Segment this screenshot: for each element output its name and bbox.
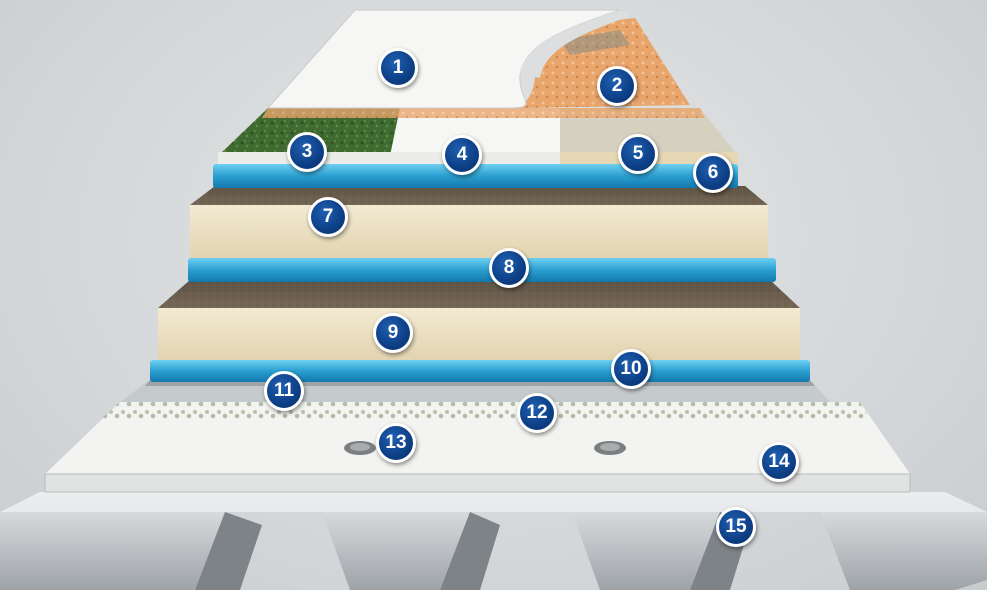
callout-5: 5 — [618, 134, 658, 174]
insulation-board-upper — [190, 186, 768, 258]
callout-7: 7 — [308, 197, 348, 237]
callout-10: 10 — [611, 349, 651, 389]
insulation-lower-blue — [150, 360, 810, 382]
callout-1: 1 — [378, 48, 418, 88]
callout-4: 4 — [442, 135, 482, 175]
callout-6: 6 — [693, 153, 733, 193]
callout-13: 13 — [376, 423, 416, 463]
callout-8: 8 — [489, 248, 529, 288]
callout-9: 9 — [373, 313, 413, 353]
callout-12: 12 — [517, 393, 557, 433]
callout-14: 14 — [759, 442, 799, 482]
callout-2: 2 — [597, 66, 637, 106]
vapor-retarder — [120, 380, 830, 402]
insulation-board-lower — [158, 280, 800, 360]
callout-3: 3 — [287, 132, 327, 172]
callout-15: 15 — [716, 507, 756, 547]
callout-11: 11 — [264, 371, 304, 411]
steel-deck — [0, 492, 987, 590]
insulation-middle-blue — [188, 258, 776, 282]
